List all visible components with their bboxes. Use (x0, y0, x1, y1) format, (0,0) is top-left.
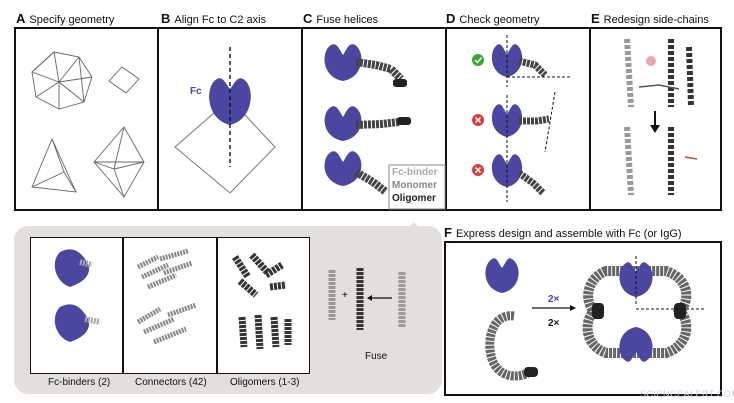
watermark: SCIENCEALERT.COM (640, 389, 734, 399)
library-col-connectors: Connectors (42) (135, 377, 207, 388)
mult-bottom: 2× (548, 318, 560, 329)
library-divider-1 (122, 237, 124, 374)
panel-a (14, 27, 159, 211)
library-divider-2 (216, 237, 218, 374)
check-geometry-drawing (472, 35, 570, 202)
panel-f (444, 241, 722, 396)
legend-fc-binder: Fc-binder (392, 167, 438, 178)
fuse-label: Fuse (365, 351, 388, 362)
fuse-drawing: + (328, 268, 406, 330)
svg-text:+: + (342, 290, 348, 301)
mult-top: 2× (548, 294, 560, 305)
legend-monomer: Monomer (392, 180, 437, 191)
fc-alignment-drawing (174, 47, 276, 194)
assembly-drawing (485, 256, 706, 381)
side-chain-drawing (624, 38, 698, 196)
check-icon (472, 54, 484, 66)
fc-label: Fc (190, 86, 202, 97)
geometry-shapes (31, 51, 145, 198)
library-col-fc-binders: Fc-binders (2) (48, 377, 111, 388)
legend-oligomer: Oligomer (392, 193, 436, 204)
library-drawings (54, 248, 292, 350)
fuse-helices-drawing (324, 44, 446, 210)
library-col-oligomers: Oligomers (1-3) (230, 377, 300, 388)
